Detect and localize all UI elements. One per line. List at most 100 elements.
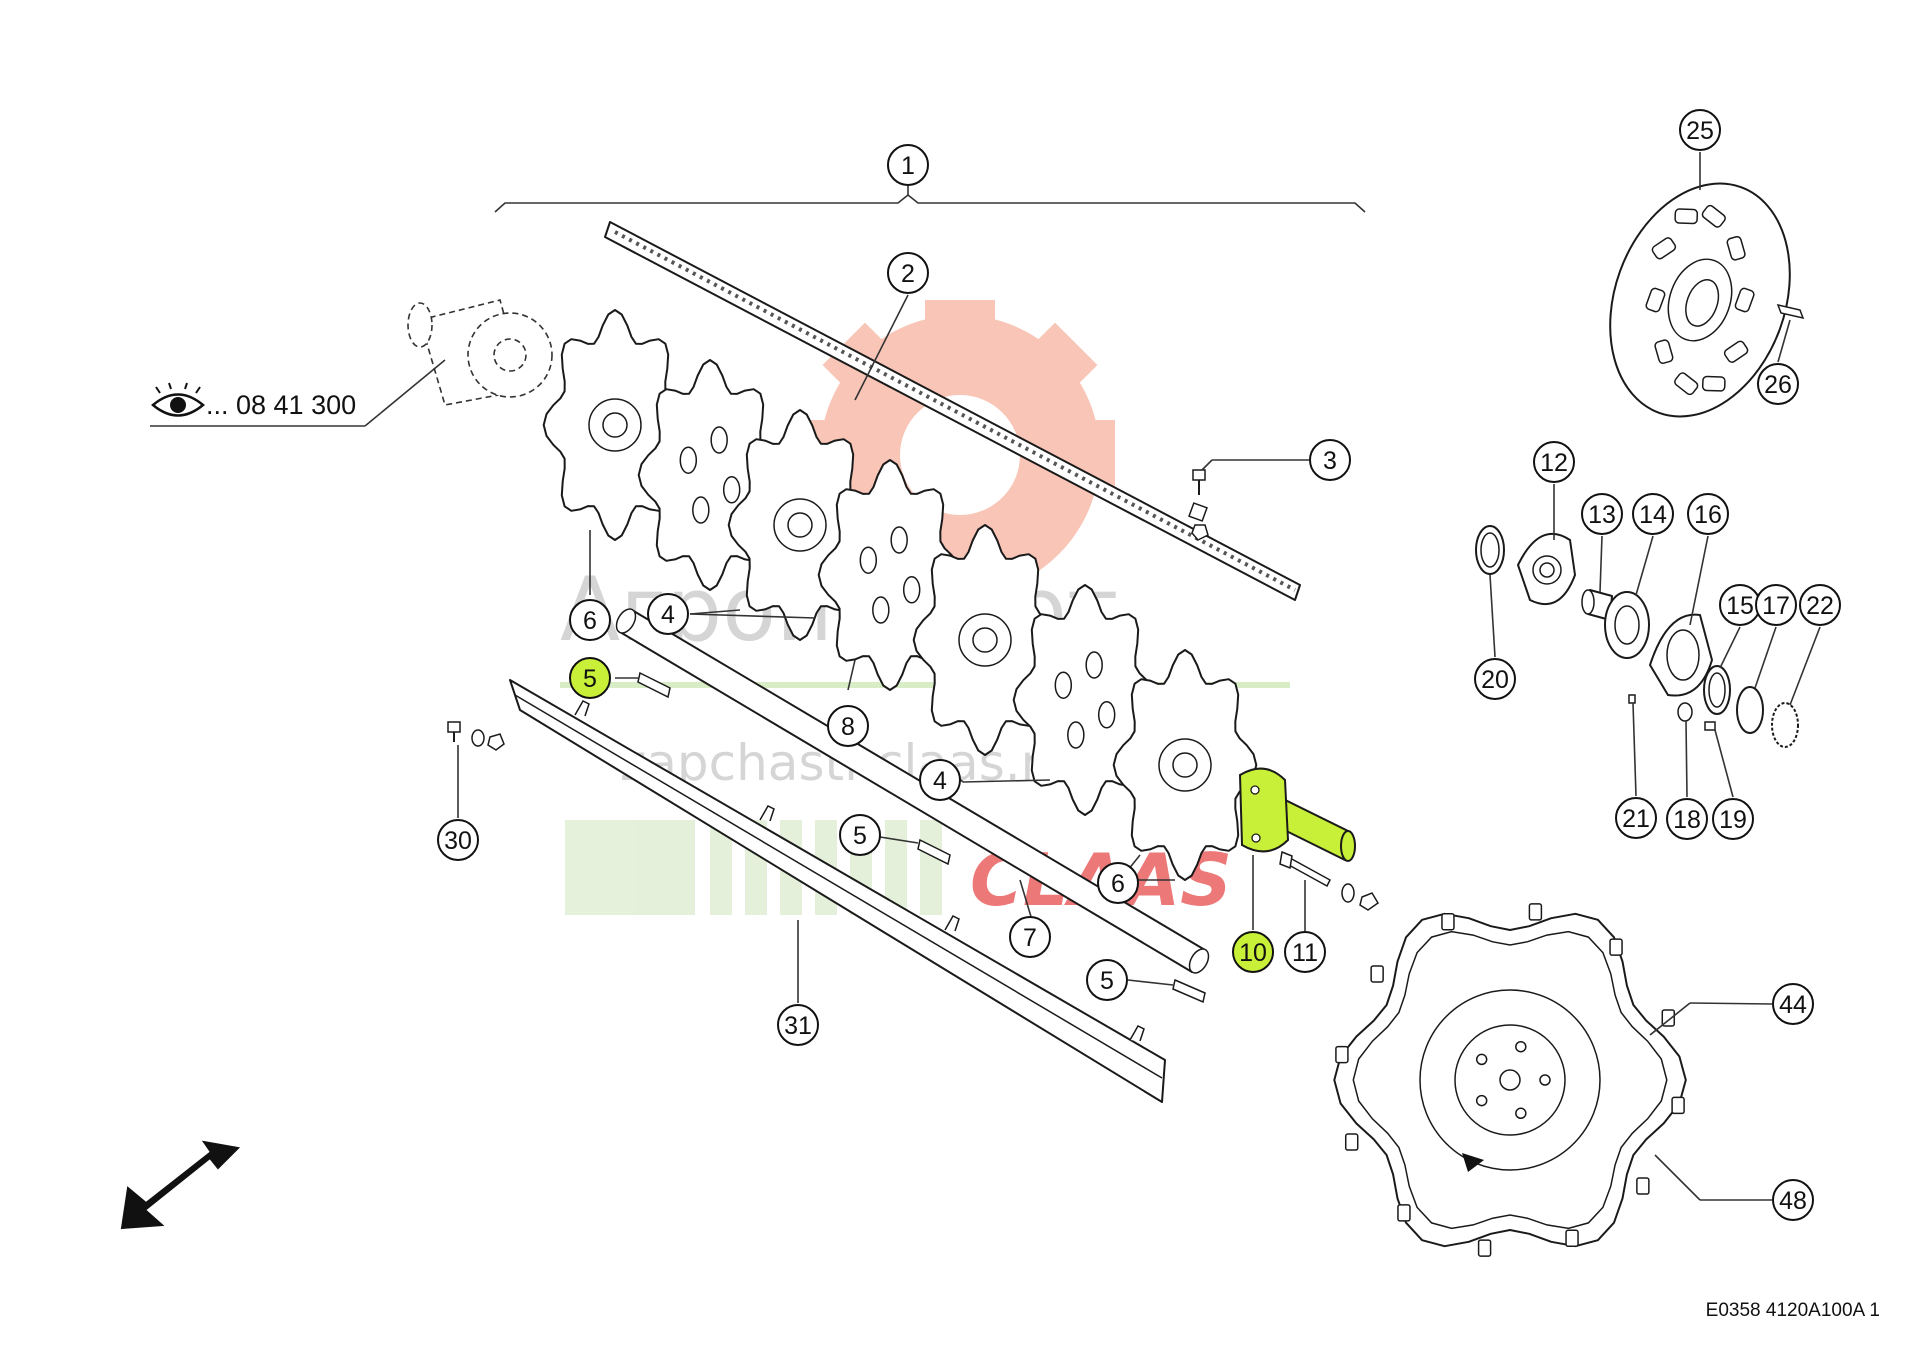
disc-slot xyxy=(1726,235,1746,261)
callout-label: 6 xyxy=(583,607,597,635)
callout-5: 5 xyxy=(1086,959,1128,1001)
callout-circle xyxy=(887,252,929,294)
callout-label: 48 xyxy=(1779,1187,1807,1215)
callout-15: 15 xyxy=(1719,584,1761,626)
callout-6: 6 xyxy=(569,599,611,641)
callout-7: 7 xyxy=(1009,916,1051,958)
callout-circle xyxy=(1772,1179,1814,1221)
disc-slot xyxy=(1723,340,1749,363)
callout-circle xyxy=(919,759,961,801)
grease-21 xyxy=(1628,694,1636,704)
callout-25: 25 xyxy=(1679,109,1721,151)
callout-44: 44 xyxy=(1772,983,1814,1025)
callout-circle xyxy=(1772,983,1814,1025)
circlip-17 xyxy=(1736,686,1764,734)
washer-18 xyxy=(1677,702,1693,722)
sprocket-discs xyxy=(542,309,1258,881)
callout-label: 4 xyxy=(933,767,947,795)
callout-label: 25 xyxy=(1686,117,1714,145)
callout-4: 4 xyxy=(919,759,961,801)
wheel-bolt xyxy=(1636,1177,1650,1195)
callout-circle xyxy=(1632,493,1674,535)
reference-leader xyxy=(364,359,446,427)
wheel-bolt xyxy=(1477,1239,1492,1257)
callout-circle xyxy=(887,144,929,186)
wheel-bolt xyxy=(1671,1096,1685,1115)
callout-4: 4 xyxy=(647,593,689,635)
claas-logo-watermark xyxy=(565,820,942,915)
callout-circle xyxy=(1666,798,1708,840)
callout-label: 31 xyxy=(784,1012,812,1040)
callout-label: 30 xyxy=(444,827,472,855)
callout-12: 12 xyxy=(1533,441,1575,483)
callout-6: 6 xyxy=(1097,862,1139,904)
callout-label: 19 xyxy=(1719,806,1747,834)
callout-label: 5 xyxy=(853,822,867,850)
callout-label: 3 xyxy=(1323,447,1337,475)
callout-14: 14 xyxy=(1632,493,1674,535)
wheel-bolt xyxy=(1441,912,1455,931)
callout-label: 21 xyxy=(1622,805,1650,833)
disc-slot xyxy=(1674,372,1699,396)
callout-label: 18 xyxy=(1673,806,1701,834)
callout-16: 16 xyxy=(1687,493,1729,535)
callout-circle xyxy=(1533,441,1575,483)
disc-slot xyxy=(1645,287,1666,313)
callout-circle xyxy=(1615,797,1657,839)
nut-22 xyxy=(1771,702,1799,748)
callout-circle xyxy=(1755,584,1797,626)
scraper-strip xyxy=(509,679,1166,1103)
callout-circle xyxy=(1712,798,1754,840)
toothed-bar xyxy=(604,221,1301,601)
callout-19: 19 xyxy=(1712,798,1754,840)
wheel-bolt xyxy=(1565,1229,1579,1248)
stub-shaft-highlighted xyxy=(1238,767,1356,862)
callout-circle xyxy=(1097,862,1139,904)
assembly-bracket xyxy=(494,193,1366,213)
callout-31: 31 xyxy=(777,1004,819,1046)
wheel-bolt xyxy=(1335,1045,1349,1064)
callout-label: 8 xyxy=(841,713,855,741)
callout-circle xyxy=(1009,916,1051,958)
callout-17: 17 xyxy=(1755,584,1797,626)
callout-label: 4 xyxy=(661,601,675,629)
key-parts xyxy=(637,671,1206,1004)
callout-13: 13 xyxy=(1581,493,1623,535)
callout-circle xyxy=(569,657,611,699)
callout-8: 8 xyxy=(827,705,869,747)
callout-circle xyxy=(1232,931,1274,973)
callout-11: 11 xyxy=(1284,931,1326,973)
rotation-arrow-icon xyxy=(1462,1153,1484,1172)
callout-label: 11 xyxy=(1292,939,1318,967)
callout-30: 30 xyxy=(437,819,479,861)
callout-label: 13 xyxy=(1588,501,1616,529)
callout-circle xyxy=(569,599,611,641)
callout-circle xyxy=(1086,959,1128,1001)
callout-circle xyxy=(1474,658,1516,700)
bolt-washer-nut xyxy=(447,721,505,751)
callout-circle xyxy=(777,1004,819,1046)
bearing-group xyxy=(1475,525,1799,748)
reference-part-number: ... 08 41 300 xyxy=(206,390,356,420)
disc-slot xyxy=(1701,375,1726,392)
callout-circle xyxy=(827,705,869,747)
wheel-bolt xyxy=(1370,965,1384,983)
direction-arrow-icon xyxy=(120,1140,241,1230)
callout-circle xyxy=(647,593,689,635)
cover-disc xyxy=(1609,182,1805,418)
shaft xyxy=(615,608,1210,974)
callout-circle xyxy=(1799,584,1841,626)
callout-label: 17 xyxy=(1762,592,1790,620)
callout-circle xyxy=(1284,931,1326,973)
eye-icon xyxy=(151,382,205,417)
callout-label: 12 xyxy=(1540,449,1568,477)
wheel-bolt xyxy=(1528,903,1543,921)
disc-slot xyxy=(1701,204,1726,228)
wheel-bolt xyxy=(1609,938,1623,956)
callout-label: 2 xyxy=(901,260,915,288)
callout-label: 6 xyxy=(1111,870,1125,898)
callout-label: 5 xyxy=(1100,967,1114,995)
callout-label: 20 xyxy=(1481,666,1509,694)
callout-label: 5 xyxy=(583,665,597,693)
disc-slot xyxy=(1674,208,1699,225)
